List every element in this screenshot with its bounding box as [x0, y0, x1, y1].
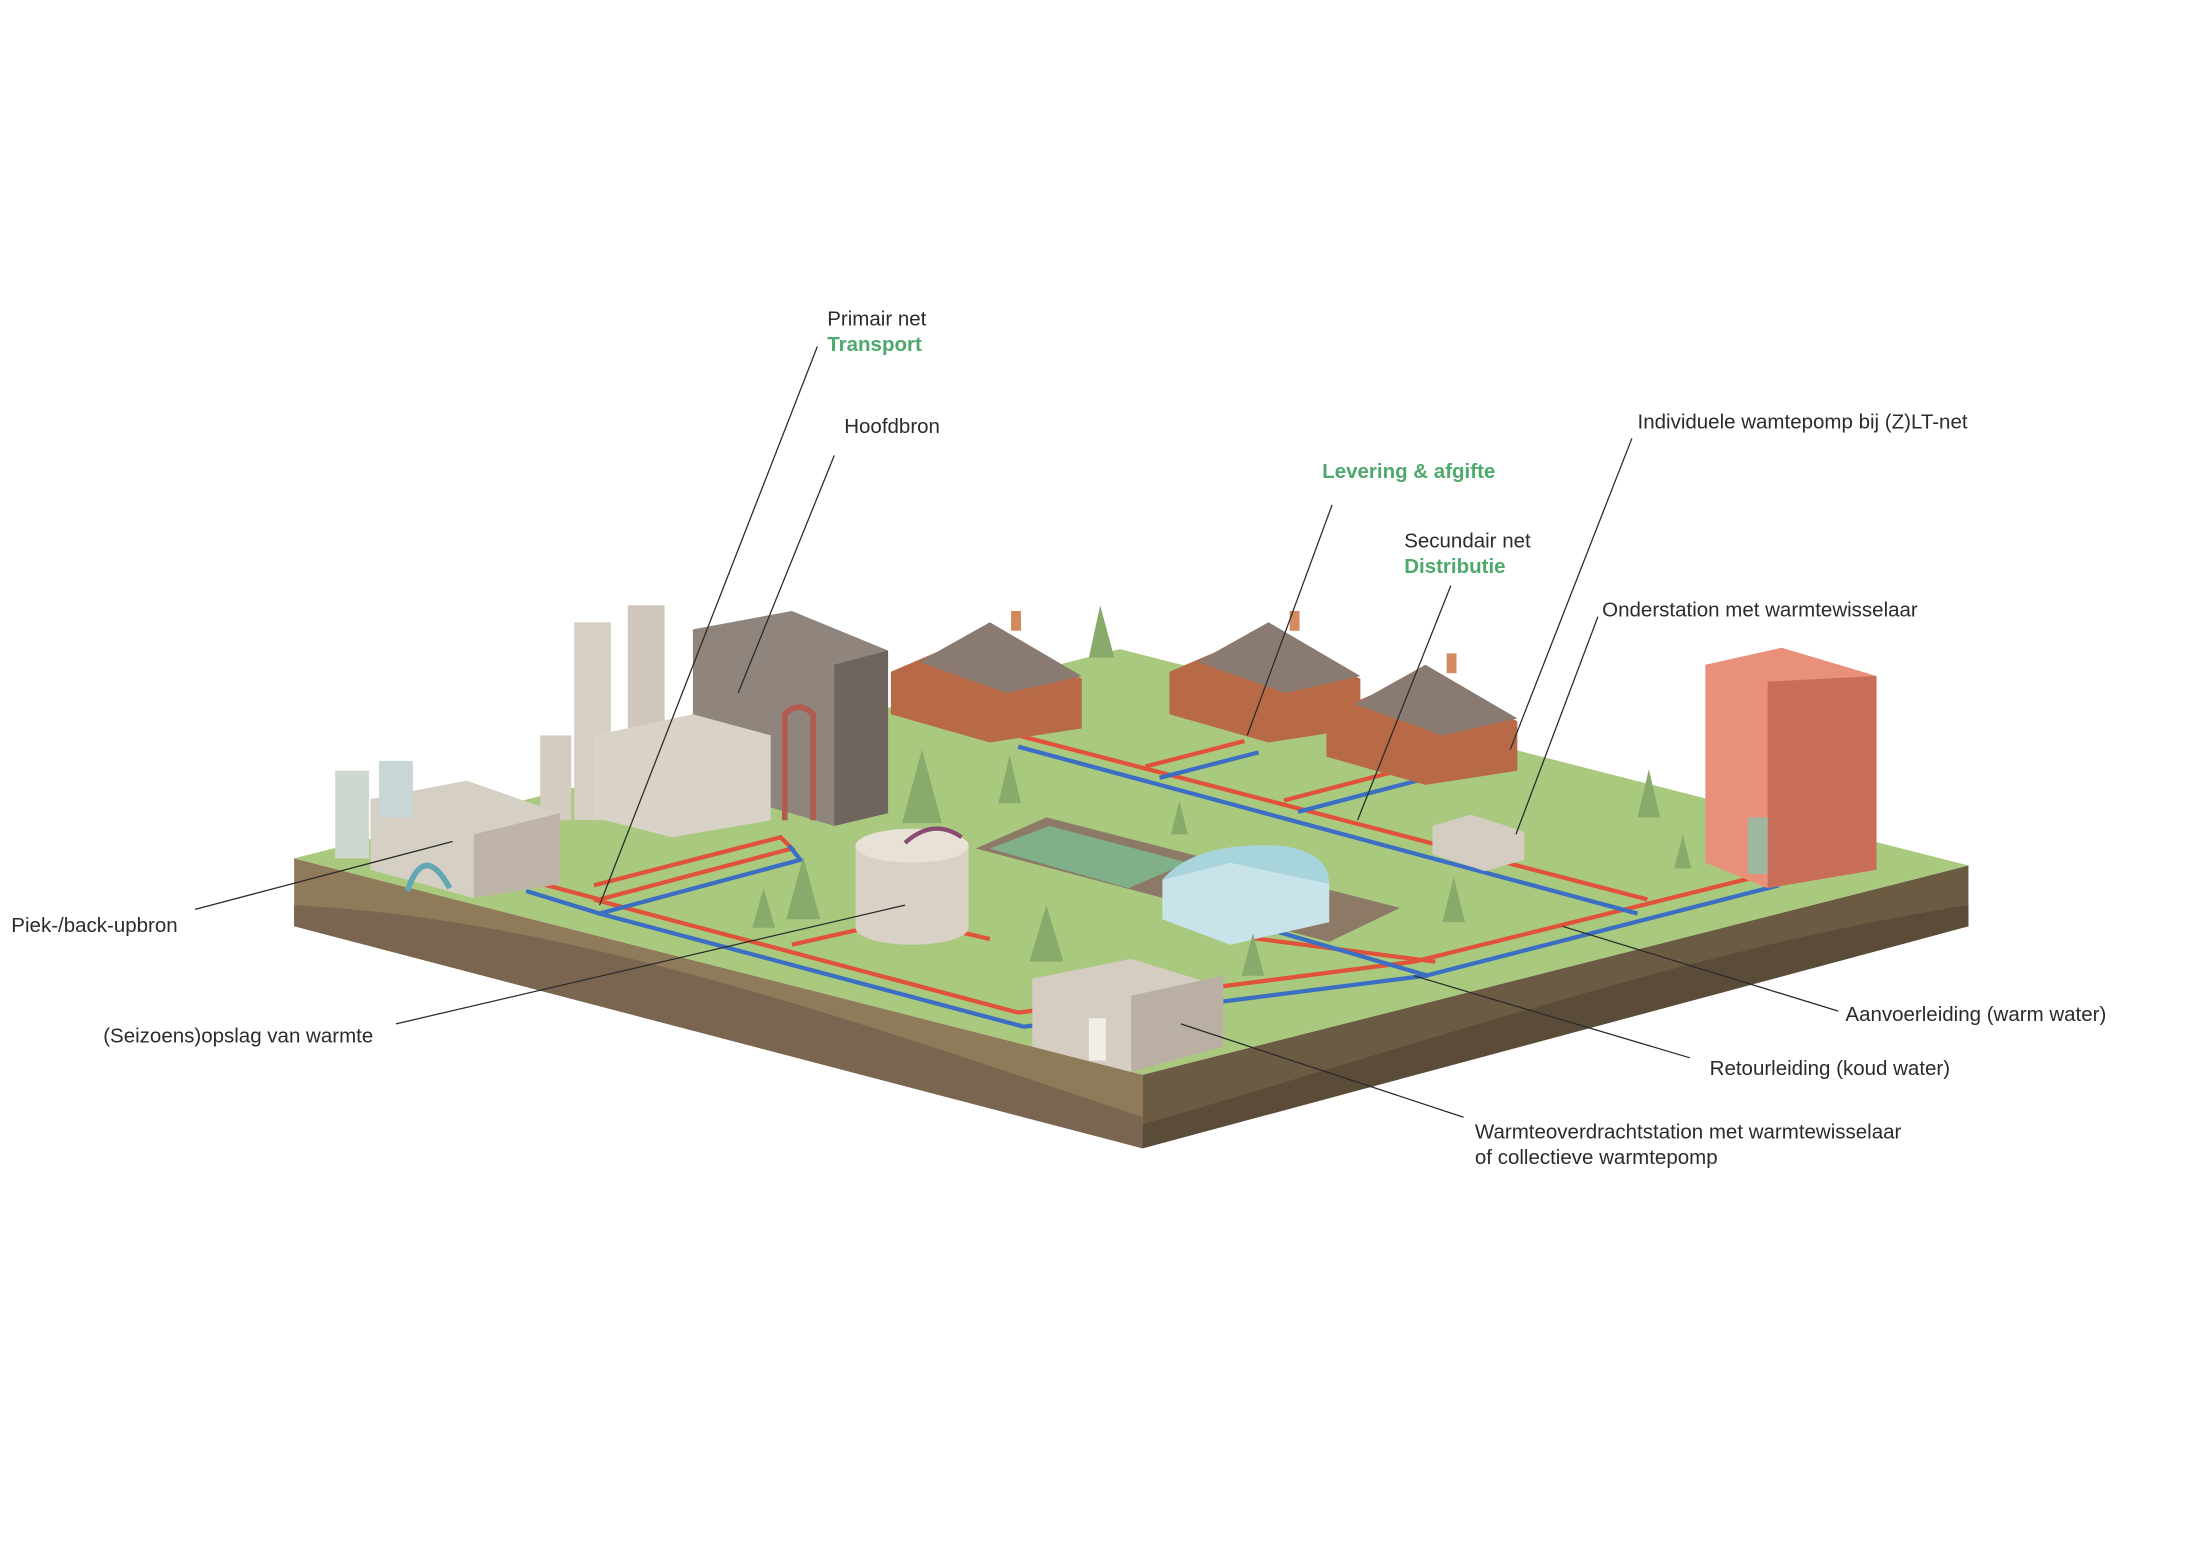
greenhouse [1162, 845, 1330, 945]
label-transport: Transport [827, 333, 922, 356]
label-distributie: Distributie [1404, 555, 1505, 578]
peak-backup-plant [335, 760, 560, 899]
heat-transfer-station [1032, 958, 1224, 1072]
label-levering-afgifte: Levering & afgifte [1322, 460, 1495, 483]
label-seizoensopslag: (Seizoens)opslag van warmte [103, 1024, 373, 1047]
label-individuele-warmtepomp: Individuele wamtepomp bij (Z)LT-net [1638, 411, 1968, 434]
main-source-plant [540, 605, 889, 838]
substation [1432, 814, 1525, 872]
leader-lines [194, 346, 1839, 1118]
return-pipes [525, 744, 1780, 1029]
label-collectieve-warmtepomp: of collectieve warmtepomp [1475, 1146, 1718, 1169]
label-secundair-net: Secundair net [1404, 529, 1531, 552]
label-onderstation: Onderstation met warmtewisselaar [1602, 599, 1918, 622]
houses [890, 610, 1518, 785]
label-aanvoerleiding: Aanvoerleiding (warm water) [1845, 1003, 2106, 1026]
label-primair-net: Primair net [827, 307, 926, 330]
seasonal-storage-tank [855, 826, 969, 945]
apartment-building [1705, 647, 1877, 889]
crop-field-green [989, 825, 1188, 889]
label-hoofdbron: Hoofdbron [844, 415, 940, 438]
label-retourleiding: Retourleiding (koud water) [1710, 1057, 1950, 1080]
label-warmteoverdrachtstation: Warmteoverdrachtstation met warmtewissel… [1475, 1120, 1902, 1143]
label-piek-backup: Piek-/back-upbron [11, 914, 177, 937]
trees [752, 605, 1692, 976]
